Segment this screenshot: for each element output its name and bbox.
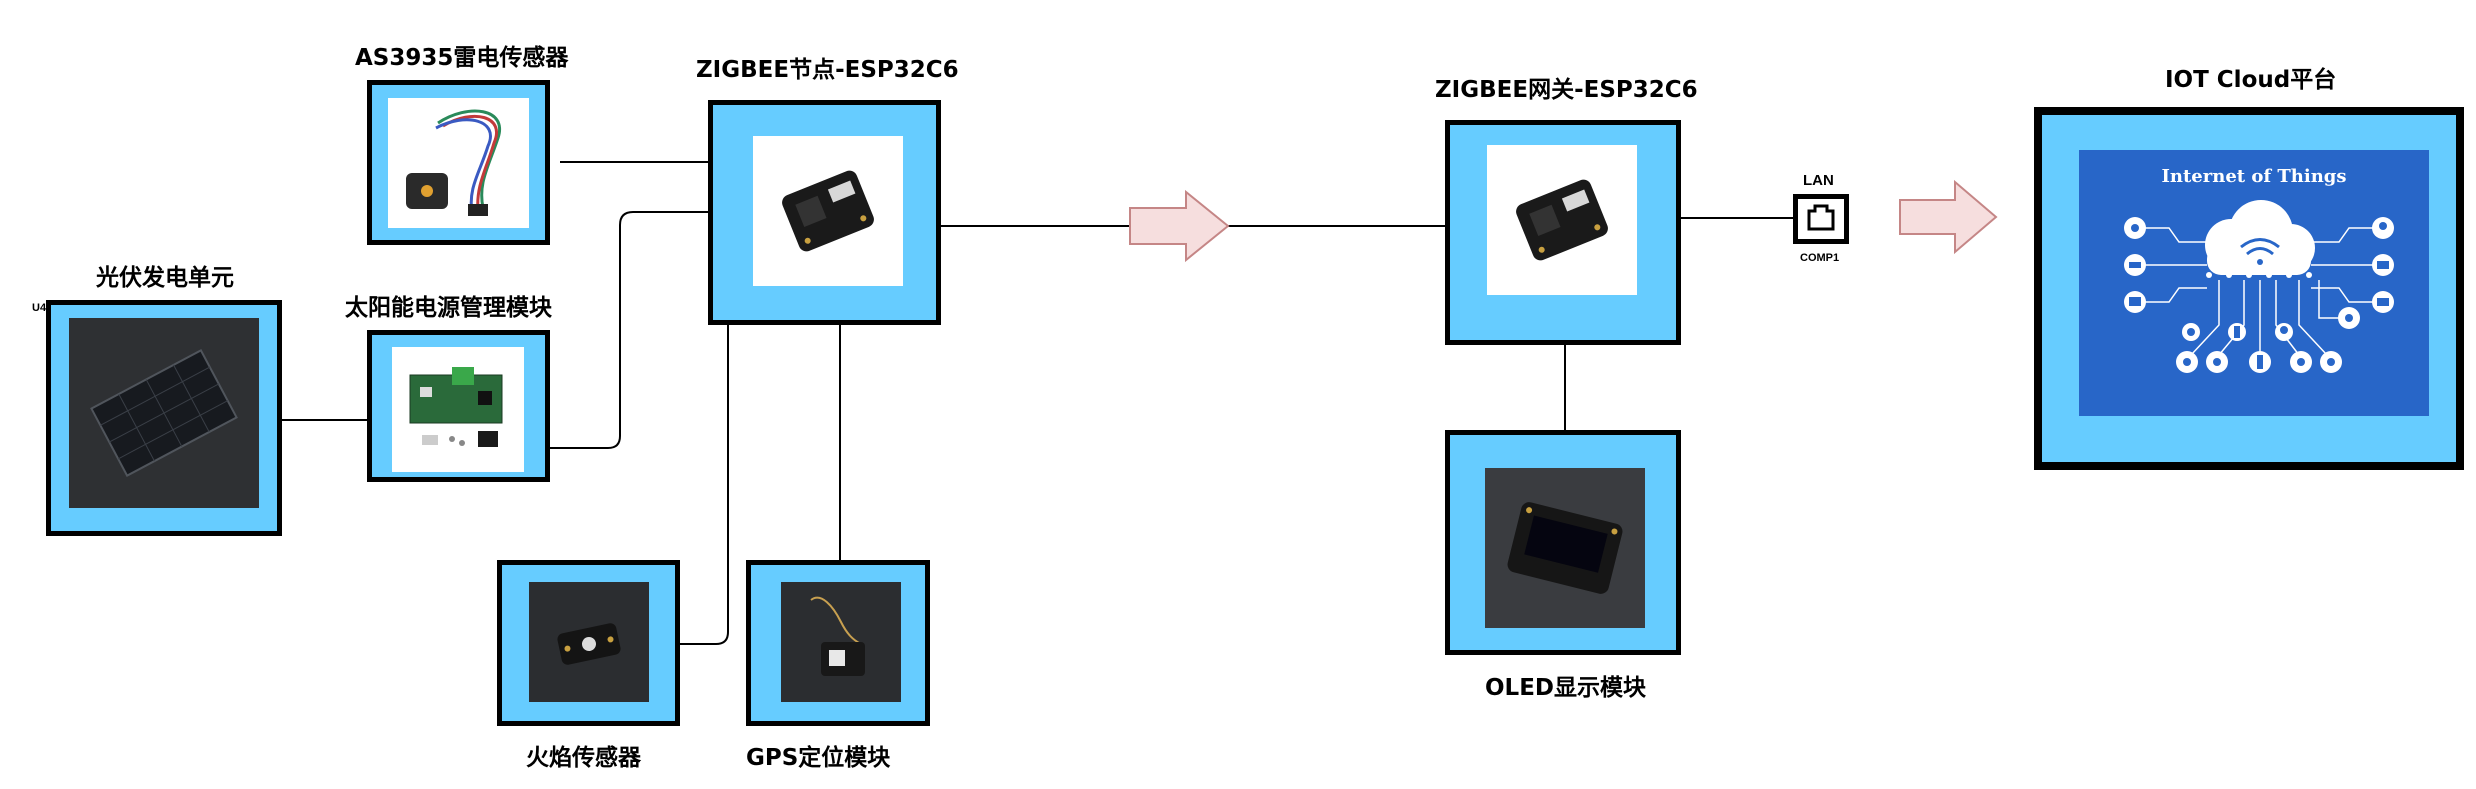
link-node-to-flame [680, 325, 729, 645]
solar-panel-icon [69, 318, 259, 508]
zigbee-gateway-label: ZIGBEE网关-ESP32C6 [1435, 77, 1698, 103]
gps-module-icon [781, 582, 901, 702]
flow-arrow-1 [1129, 189, 1230, 263]
gps-node[interactable] [746, 560, 930, 726]
zigbee-gateway-node[interactable] [1445, 120, 1681, 345]
as3935-image [388, 98, 529, 228]
solar-power-mgmt-label: 太阳能电源管理模块 [345, 295, 552, 321]
solar-power-mgmt-node[interactable] [367, 330, 550, 482]
zigbee-node-image [753, 136, 903, 286]
iot-cloud-node[interactable]: Internet of Things [2034, 107, 2464, 470]
oled-image [1485, 468, 1645, 628]
zigbee-node[interactable] [708, 100, 941, 325]
zigbee-gateway-image [1487, 145, 1637, 295]
power-board-icon [409, 367, 503, 447]
flame-sensor-icon [529, 582, 649, 702]
flame-sensor-image [529, 582, 649, 702]
lightning-sensor-icon [406, 109, 502, 216]
iot-cloud-image-title: Internet of Things [2161, 166, 2347, 187]
flame-sensor-node[interactable] [497, 560, 680, 726]
zigbee-node-label: ZIGBEE节点-ESP32C6 [696, 57, 959, 83]
flame-sensor-label: 火焰传感器 [526, 745, 641, 771]
link-power-to-node [548, 211, 732, 449]
esp32c6-gateway-icon [1516, 179, 1608, 261]
solar-panel-node[interactable] [46, 300, 282, 536]
solar-panel-label: 光伏发电单元 [96, 265, 234, 291]
oled-label: OLED显示模块 [1485, 675, 1647, 701]
oled-display-icon [1485, 468, 1645, 628]
solar-power-mgmt-image [392, 347, 524, 472]
iot-cloud-image: Internet of Things [2079, 150, 2429, 416]
solar-panel-image [69, 318, 259, 508]
oled-node[interactable] [1445, 430, 1681, 655]
flow-arrow-2 [1899, 179, 1998, 255]
lan-label: LAN [1803, 172, 1834, 189]
wifi-icon [2240, 238, 2280, 256]
iot-cloud-label: IOT Cloud平台 [2165, 67, 2337, 93]
gps-image [781, 582, 901, 702]
lan-port-icon[interactable] [1793, 194, 1849, 244]
iot-cloud-illustration [2124, 200, 2394, 373]
edge-fragment: U4 [32, 302, 47, 314]
lan-sublabel: COMP1 [1800, 252, 1840, 264]
esp32c6-board-icon [782, 170, 874, 252]
as3935-node[interactable] [367, 80, 550, 245]
gps-label: GPS定位模块 [746, 745, 891, 771]
as3935-label: AS3935雷电传感器 [355, 45, 569, 71]
